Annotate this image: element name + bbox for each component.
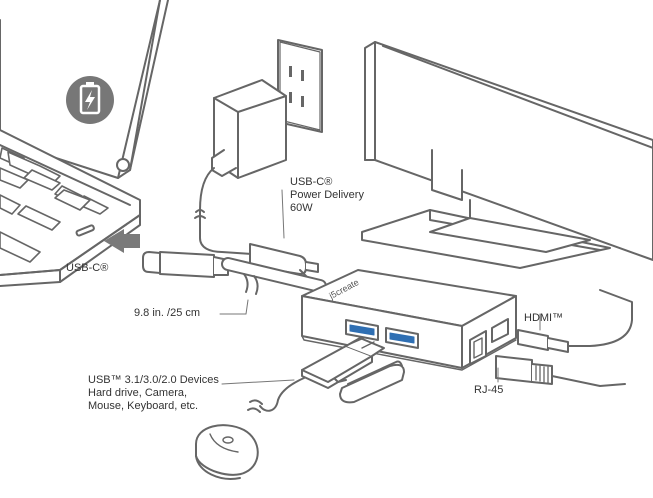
usb-c-label: USB-C®: [66, 262, 109, 274]
power-label-line3: 60W: [290, 202, 313, 214]
usb-a-port-2: [385, 327, 419, 349]
usb-a-plug: [301, 337, 385, 389]
hub-usb-c-cable: [142, 251, 327, 295]
monitor: [361, 41, 653, 269]
power-delivery-label: USB-C® Power Delivery 60W: [290, 176, 364, 215]
devices-label-line2: Hard drive, Camera,: [88, 387, 188, 399]
power-label-line2: Power Delivery: [290, 189, 364, 201]
hdmi-label: HDMI™: [524, 312, 564, 324]
insert-arrow-icon: [104, 229, 140, 253]
devices-label-line3: Mouse, Keyboard, etc.: [88, 400, 199, 412]
cable-length-label: 9.8 in. /25 cm: [134, 307, 201, 319]
usb-devices-label: USB™ 3.1/3.0/2.0 Devices Hard drive, Cam…: [88, 374, 219, 413]
j5create-hub: [301, 269, 517, 371]
usb-a-port-1: [345, 319, 379, 341]
battery-charging-icon: [66, 76, 114, 124]
rj45-cable: [495, 355, 626, 387]
laptop: [0, 0, 169, 287]
rj45-label: RJ-45: [474, 384, 504, 396]
power-label-line1: USB-C®: [290, 176, 333, 188]
mouse: [195, 377, 305, 480]
leader-lines: [219, 189, 541, 385]
hdmi-cable: [517, 289, 633, 353]
devices-label-line1: USB™ 3.1/3.0/2.0 Devices: [88, 374, 219, 386]
power-adapter: [194, 79, 319, 281]
